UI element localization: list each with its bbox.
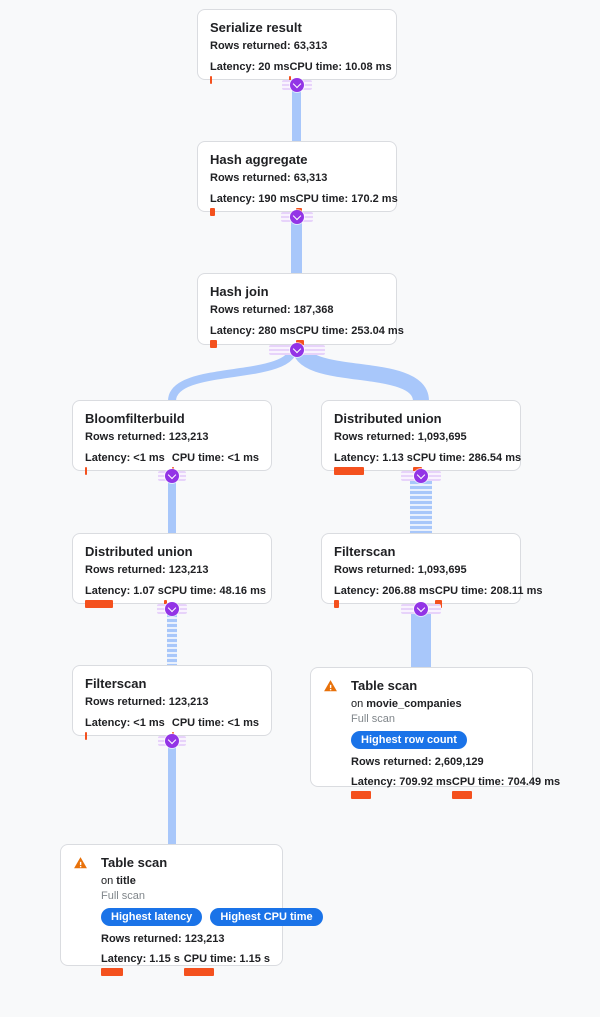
latency-label: Latency: 1.15 s [101,953,180,965]
cpu-time-label: CPU time: 253.04 ms [295,325,404,337]
cpu-time-label: CPU time: 48.16 ms [163,585,266,597]
rows-returned: Rows returned: 123,213 [85,564,209,576]
node-title: Distributed union [85,544,193,559]
chevron-down-icon [416,470,426,480]
chevron-down-icon [292,79,302,89]
rows-returned: Rows returned: 63,313 [210,172,328,184]
badge-highest-row-count: Highest row count [351,731,467,749]
rows-returned: Rows returned: 187,368 [210,304,334,316]
rows-returned: Rows returned: 63,313 [210,40,328,52]
rows-returned: Rows returned: 1,093,695 [334,431,467,443]
warning-icon [324,680,337,692]
latency-bar [210,340,217,348]
edge-hashjoin-to-bloomfilterbuild [168,345,298,402]
chevron-down-icon [167,735,177,745]
collapse-chevron-button[interactable] [165,469,179,483]
rows-returned: Rows returned: 1,093,695 [334,564,467,576]
latency-label: Latency: 20 ms [210,61,290,73]
edge-distributedunion-to-filterscan-left [167,604,177,666]
rows-returned: Rows returned: 123,213 [85,696,209,708]
rows-returned: Rows returned: 123,213 [85,431,209,443]
latency-bar [85,732,87,740]
chevron-down-icon [416,603,426,613]
warning-icon [74,857,87,869]
node-serialize-result[interactable]: Serialize result Rows returned: 63,313 L… [197,9,397,84]
node-bloomfilterbuild[interactable]: Bloomfilterbuild Rows returned: 123,213 … [72,400,272,475]
latency-label: Latency: <1 ms [85,717,165,729]
node-title: Filterscan [85,676,147,691]
chevron-down-icon [167,603,177,613]
edge-distributedunion-to-filterscan-right [410,471,432,534]
collapse-chevron-button[interactable] [290,343,304,357]
latency-label: Latency: 280 ms [210,325,296,337]
latency-label: Latency: 1.13 s [334,452,413,464]
cpu-time-label: CPU time: <1 ms [171,717,259,729]
latency-label: Latency: 206.88 ms [334,585,435,597]
node-title: Bloomfilterbuild [85,411,185,426]
table-name: movie_companies [366,698,462,710]
cpu-time-label: CPU time: <1 ms [171,452,259,464]
edge-hashjoin-to-distributedunion [292,344,429,403]
cpu-time-label: CPU time: 170.2 ms [295,193,398,205]
node-title: Table scan [101,855,168,870]
badge-highest-cpu-time: Highest CPU time [210,908,323,926]
scan-type: Full scan [351,713,396,725]
cpu-time-label: CPU time: 704.49 ms [451,776,561,788]
edge-filterscan-to-tablescan-right [411,604,431,668]
collapse-chevron-button[interactable] [414,602,428,616]
node-hash-aggregate[interactable]: Hash aggregate Rows returned: 63,313 Lat… [197,141,398,216]
latency-bar [210,208,215,216]
cpu-time-bar [183,968,214,976]
latency-bar [334,467,364,475]
rows-returned: Rows returned: 2,609,129 [351,756,484,768]
node-filterscan-right[interactable]: Filterscan Rows returned: 1,093,695 Late… [321,533,543,608]
collapse-chevron-button[interactable] [414,469,428,483]
node-title: Distributed union [334,411,442,426]
edge-serialize-to-hashaggregate [292,80,301,142]
node-title: Hash aggregate [210,152,308,167]
node-title: Filterscan [334,544,396,559]
cpu-time-label: CPU time: 286.54 ms [412,452,522,464]
latency-bar [351,791,371,799]
node-distributed-union-right[interactable]: Distributed union Rows returned: 1,093,6… [321,400,522,475]
rows-returned: Rows returned: 123,213 [101,933,225,945]
latency-label: Latency: 709.92 ms [351,776,452,788]
latency-bar [101,968,123,976]
node-filterscan-left[interactable]: Filterscan Rows returned: 123,213 Latenc… [72,665,272,740]
edge-filterscan-to-tablescan-left [168,736,176,845]
node-title: Table scan [351,678,418,693]
chevron-down-icon [292,344,302,354]
latency-bar [210,76,212,84]
cpu-time-label: CPU time: 208.11 ms [434,585,543,597]
collapse-chevron-button[interactable] [165,734,179,748]
chevron-down-icon [292,211,302,221]
latency-label: Latency: 1.07 s [85,585,164,597]
cpu-time-label: CPU time: 1.15 s [183,953,270,965]
cpu-time-bar [451,791,472,799]
node-hash-join[interactable]: Hash join Rows returned: 187,368 Latency… [197,273,404,348]
latency-bar [85,467,87,475]
chevron-down-icon [167,470,177,480]
collapse-chevron-button[interactable] [165,602,179,616]
latency-bar [334,600,339,608]
latency-label: Latency: <1 ms [85,452,165,464]
latency-bar [85,600,113,608]
edge-bloomfilterbuild-to-distributedunion [168,471,176,534]
node-title: Serialize result [210,20,302,35]
edge-hashaggregate-to-hashjoin [291,212,302,274]
cpu-time-label: CPU time: 10.08 ms [289,61,392,73]
badge-highest-latency: Highest latency [101,908,203,926]
latency-label: Latency: 190 ms [210,193,296,205]
collapse-chevron-button[interactable] [290,210,304,224]
table-name: title [116,875,136,887]
node-distributed-union-left[interactable]: Distributed union Rows returned: 123,213… [72,533,272,608]
collapse-chevron-button[interactable] [290,78,304,92]
node-title: Hash join [210,284,269,299]
scan-type: Full scan [101,890,146,902]
